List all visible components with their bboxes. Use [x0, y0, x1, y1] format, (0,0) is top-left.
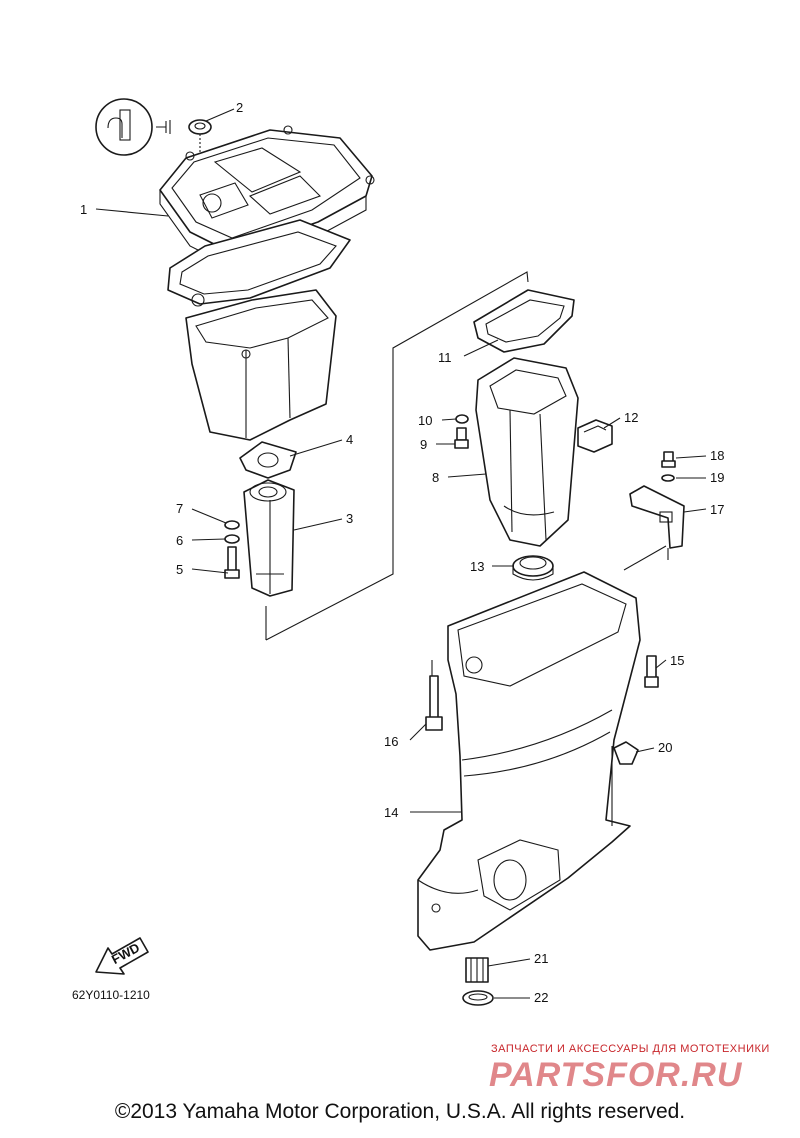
callout-19: 19 — [710, 470, 724, 485]
part-3-exhaust-guide — [243, 479, 295, 597]
callout-22: 22 — [534, 990, 548, 1005]
callout-9: 9 — [420, 437, 427, 452]
part-18-bolt — [661, 451, 676, 468]
callout-7: 7 — [176, 501, 183, 516]
part-9-bolt — [454, 427, 469, 449]
part-13-seal — [512, 555, 554, 581]
callout-16: 16 — [384, 734, 398, 749]
callout-4: 4 — [346, 432, 353, 447]
detail-inset — [95, 98, 171, 156]
group-bracket — [265, 271, 529, 641]
callout-6: 6 — [176, 533, 183, 548]
callout-1: 1 — [80, 202, 87, 217]
part-20-plug — [613, 741, 639, 765]
part-12-damper — [577, 419, 613, 453]
part-4-gasket — [239, 441, 297, 479]
callout-2: 2 — [236, 100, 243, 115]
watermark-tagline: ЗАПЧАСТИ И АКСЕССУАРЫ ДЛЯ МОТОТЕХНИКИ — [491, 1043, 770, 1055]
part-10-washer — [455, 414, 469, 424]
callout-leaders — [95, 108, 707, 999]
part-7-washer — [224, 520, 240, 530]
callout-12: 12 — [624, 410, 638, 425]
gasket-upper — [167, 219, 351, 307]
callout-5: 5 — [176, 562, 183, 577]
callout-15: 15 — [670, 653, 684, 668]
callout-17: 17 — [710, 502, 724, 517]
fwd-arrow-icon: FWD — [95, 937, 149, 975]
callout-14: 14 — [384, 805, 398, 820]
part-22-clip — [462, 990, 494, 1006]
callout-18: 18 — [710, 448, 724, 463]
part-5-bolt — [224, 546, 240, 579]
part-19-washer — [661, 474, 675, 482]
part-16-bolt — [425, 675, 443, 731]
callout-13: 13 — [470, 559, 484, 574]
diagram-code: 62Y0110-1210 — [72, 988, 150, 1002]
callout-20: 20 — [658, 740, 672, 755]
oil-pan — [185, 289, 337, 441]
callout-numbers: 1 2 3 4 5 6 7 8 9 10 11 12 13 14 15 16 1… — [80, 100, 724, 1005]
part-6-washer — [224, 534, 240, 544]
part-15-bolt — [644, 655, 659, 688]
part-17-bracket — [629, 485, 685, 560]
part-21-grommet — [465, 957, 489, 983]
part-14-lower-casing — [417, 545, 667, 951]
callout-3: 3 — [346, 511, 353, 526]
copyright-notice: ©2013 Yamaha Motor Corporation, U.S.A. A… — [114, 1100, 686, 1123]
callout-11: 11 — [438, 350, 452, 365]
callout-10: 10 — [418, 413, 432, 428]
callout-21: 21 — [534, 951, 548, 966]
part-1-upper-casing — [159, 125, 375, 267]
part-11-gasket — [473, 289, 575, 353]
callout-8: 8 — [432, 470, 439, 485]
watermark-brand: PARTSFOR.RU — [489, 1056, 743, 1094]
part-8-exhaust-manifold — [475, 357, 579, 547]
